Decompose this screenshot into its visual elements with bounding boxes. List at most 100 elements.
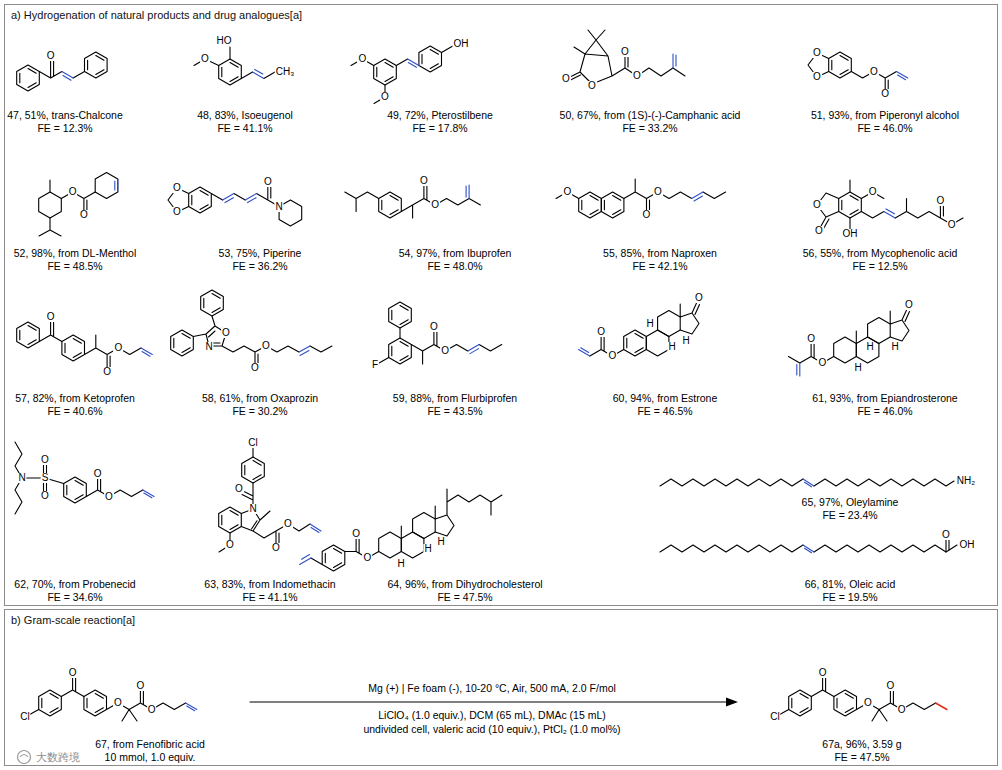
atom-label: O: [897, 705, 907, 715]
atom-label: O: [430, 200, 440, 210]
atom-label: H: [645, 319, 654, 329]
arrow-head: [726, 698, 738, 707]
compound-caption: FE = 46.0%: [857, 122, 912, 134]
atom-label: O: [68, 187, 78, 197]
compound-caption: FE = 12.5%: [852, 260, 907, 272]
atom-label: H: [853, 363, 862, 373]
compound-caption: 50, 67%, from (1S)-(-)-Camphanic acid: [560, 109, 741, 121]
compound-caption: FE = 41.1%: [217, 122, 272, 134]
atom-label: O: [936, 196, 946, 206]
atom-label: O: [113, 698, 123, 708]
compound-caption: 56, 55%, from Mycophenolic acid: [803, 247, 958, 259]
compound-caption: 48, 83%, Isoeugenol: [197, 109, 293, 121]
compound-caption: 52, 98%, from DL-Menthol: [14, 247, 137, 259]
compound-caption: 60, 94%, from Estrone: [613, 392, 717, 404]
compound-caption: 53, 75%, Piperine: [219, 247, 302, 259]
atom-label: O: [869, 67, 879, 77]
atom-label: O: [419, 176, 429, 186]
atom-label: OH: [453, 39, 470, 49]
atom-label: HO: [216, 36, 233, 46]
compound-caption: FE = 47.5%: [437, 591, 492, 603]
compound-caption: 54, 97%, from Ibuprofen: [399, 247, 512, 259]
compound-caption: 65, 97%, Oleylamine: [802, 496, 899, 508]
panel-heading: b) Gram-scale reaction[a]: [5, 611, 141, 629]
atom-label: O: [102, 367, 112, 377]
molecule-structure: [17, 321, 153, 368]
atom-label: O: [234, 484, 244, 494]
atom-label: O: [941, 530, 951, 540]
atom-label: Cl: [19, 712, 30, 722]
molecule-structure: [808, 52, 908, 92]
atom-label: O: [136, 681, 146, 691]
compound-caption: FE = 17.8%: [412, 122, 467, 134]
compound-caption: 61, 93%, from Epiandrosterone: [812, 392, 957, 404]
atom-label: N: [204, 342, 213, 352]
molecule-structure: [15, 442, 154, 514]
atom-label: O: [812, 200, 822, 210]
compound-caption: 51, 93%, from Piperonyl alcohol: [811, 109, 959, 121]
atom-label: O: [440, 346, 450, 356]
compound-caption: FE = 48.0%: [427, 260, 482, 272]
molecule-structure: [579, 302, 700, 356]
molecule-structure: [660, 539, 957, 553]
compound-caption: FE = 30.2%: [232, 405, 287, 417]
molecule-structure: [39, 173, 118, 237]
molecule-structure: [817, 180, 963, 230]
atom-label: O: [632, 71, 642, 81]
atom-label: O: [147, 705, 157, 715]
atom-label: O: [642, 210, 652, 220]
compound-caption: FE = 43.5%: [427, 405, 482, 417]
atom-label: O: [904, 300, 914, 310]
compound-caption: 58, 61%, from Oxaprozin: [202, 392, 318, 404]
compound-caption: FE = 34.6%: [47, 591, 102, 603]
atom-label: O: [104, 492, 114, 502]
compound-caption: FE = 42.1%: [632, 260, 687, 272]
atom-label: O: [694, 293, 704, 303]
atom-label: O: [814, 226, 824, 236]
atom-label: O: [880, 89, 890, 99]
atom-label: O: [812, 72, 822, 82]
atom-label: Cl: [247, 438, 258, 448]
watermark-logo: [18, 751, 31, 764]
compound-caption: FE = 47.5%: [834, 751, 889, 763]
atom-label: O: [596, 327, 606, 337]
compound-caption: FE = 36.2%: [232, 260, 287, 272]
compound-caption: FE = 46.0%: [857, 405, 912, 417]
atom-label: O: [261, 341, 271, 351]
atom-label: H: [396, 559, 405, 569]
compound-caption: FE = 40.6%: [47, 405, 102, 417]
compound-caption: 62, 70%, from Probenecid: [14, 578, 135, 590]
atom-label: O: [653, 187, 663, 197]
atom-label: H: [890, 342, 899, 352]
watermark: 大数跨境: [36, 751, 80, 764]
atom-label: S: [41, 473, 50, 483]
compound-caption: FE = 41.1%: [242, 591, 297, 603]
compound-caption: FE = 19.5%: [822, 591, 877, 603]
atom-label: O: [620, 47, 630, 57]
molecule-structure: [777, 677, 947, 721]
atom-label: O: [46, 51, 56, 61]
compound-caption: FE = 46.5%: [637, 405, 692, 417]
atom-label: O: [172, 207, 182, 217]
reaction-arrow: [250, 701, 728, 702]
compound-caption: FE = 12.3%: [37, 122, 92, 134]
molecule-structure: [168, 186, 302, 226]
molecule-structure: [345, 185, 481, 218]
atom-label: O: [283, 519, 293, 529]
molecule-structure: [789, 309, 910, 376]
molecule-structure: [27, 677, 197, 721]
molecule-structure: [660, 479, 954, 487]
panel-heading: a) Hydrogenation of natural products and…: [5, 6, 308, 24]
compound-caption: 47, 51%, trans-Chalcone: [7, 109, 123, 121]
atom-label: O: [271, 543, 281, 553]
atom-label: O: [947, 220, 957, 230]
atom-label: O: [225, 540, 235, 550]
atom-label: O: [40, 455, 50, 465]
atom-label: O: [608, 351, 618, 361]
molecule-structure: [194, 47, 275, 85]
atom-label: H: [667, 342, 676, 352]
atom-label: O: [587, 81, 597, 91]
atom-label: O: [863, 698, 873, 708]
bond-lines: [15, 30, 963, 721]
